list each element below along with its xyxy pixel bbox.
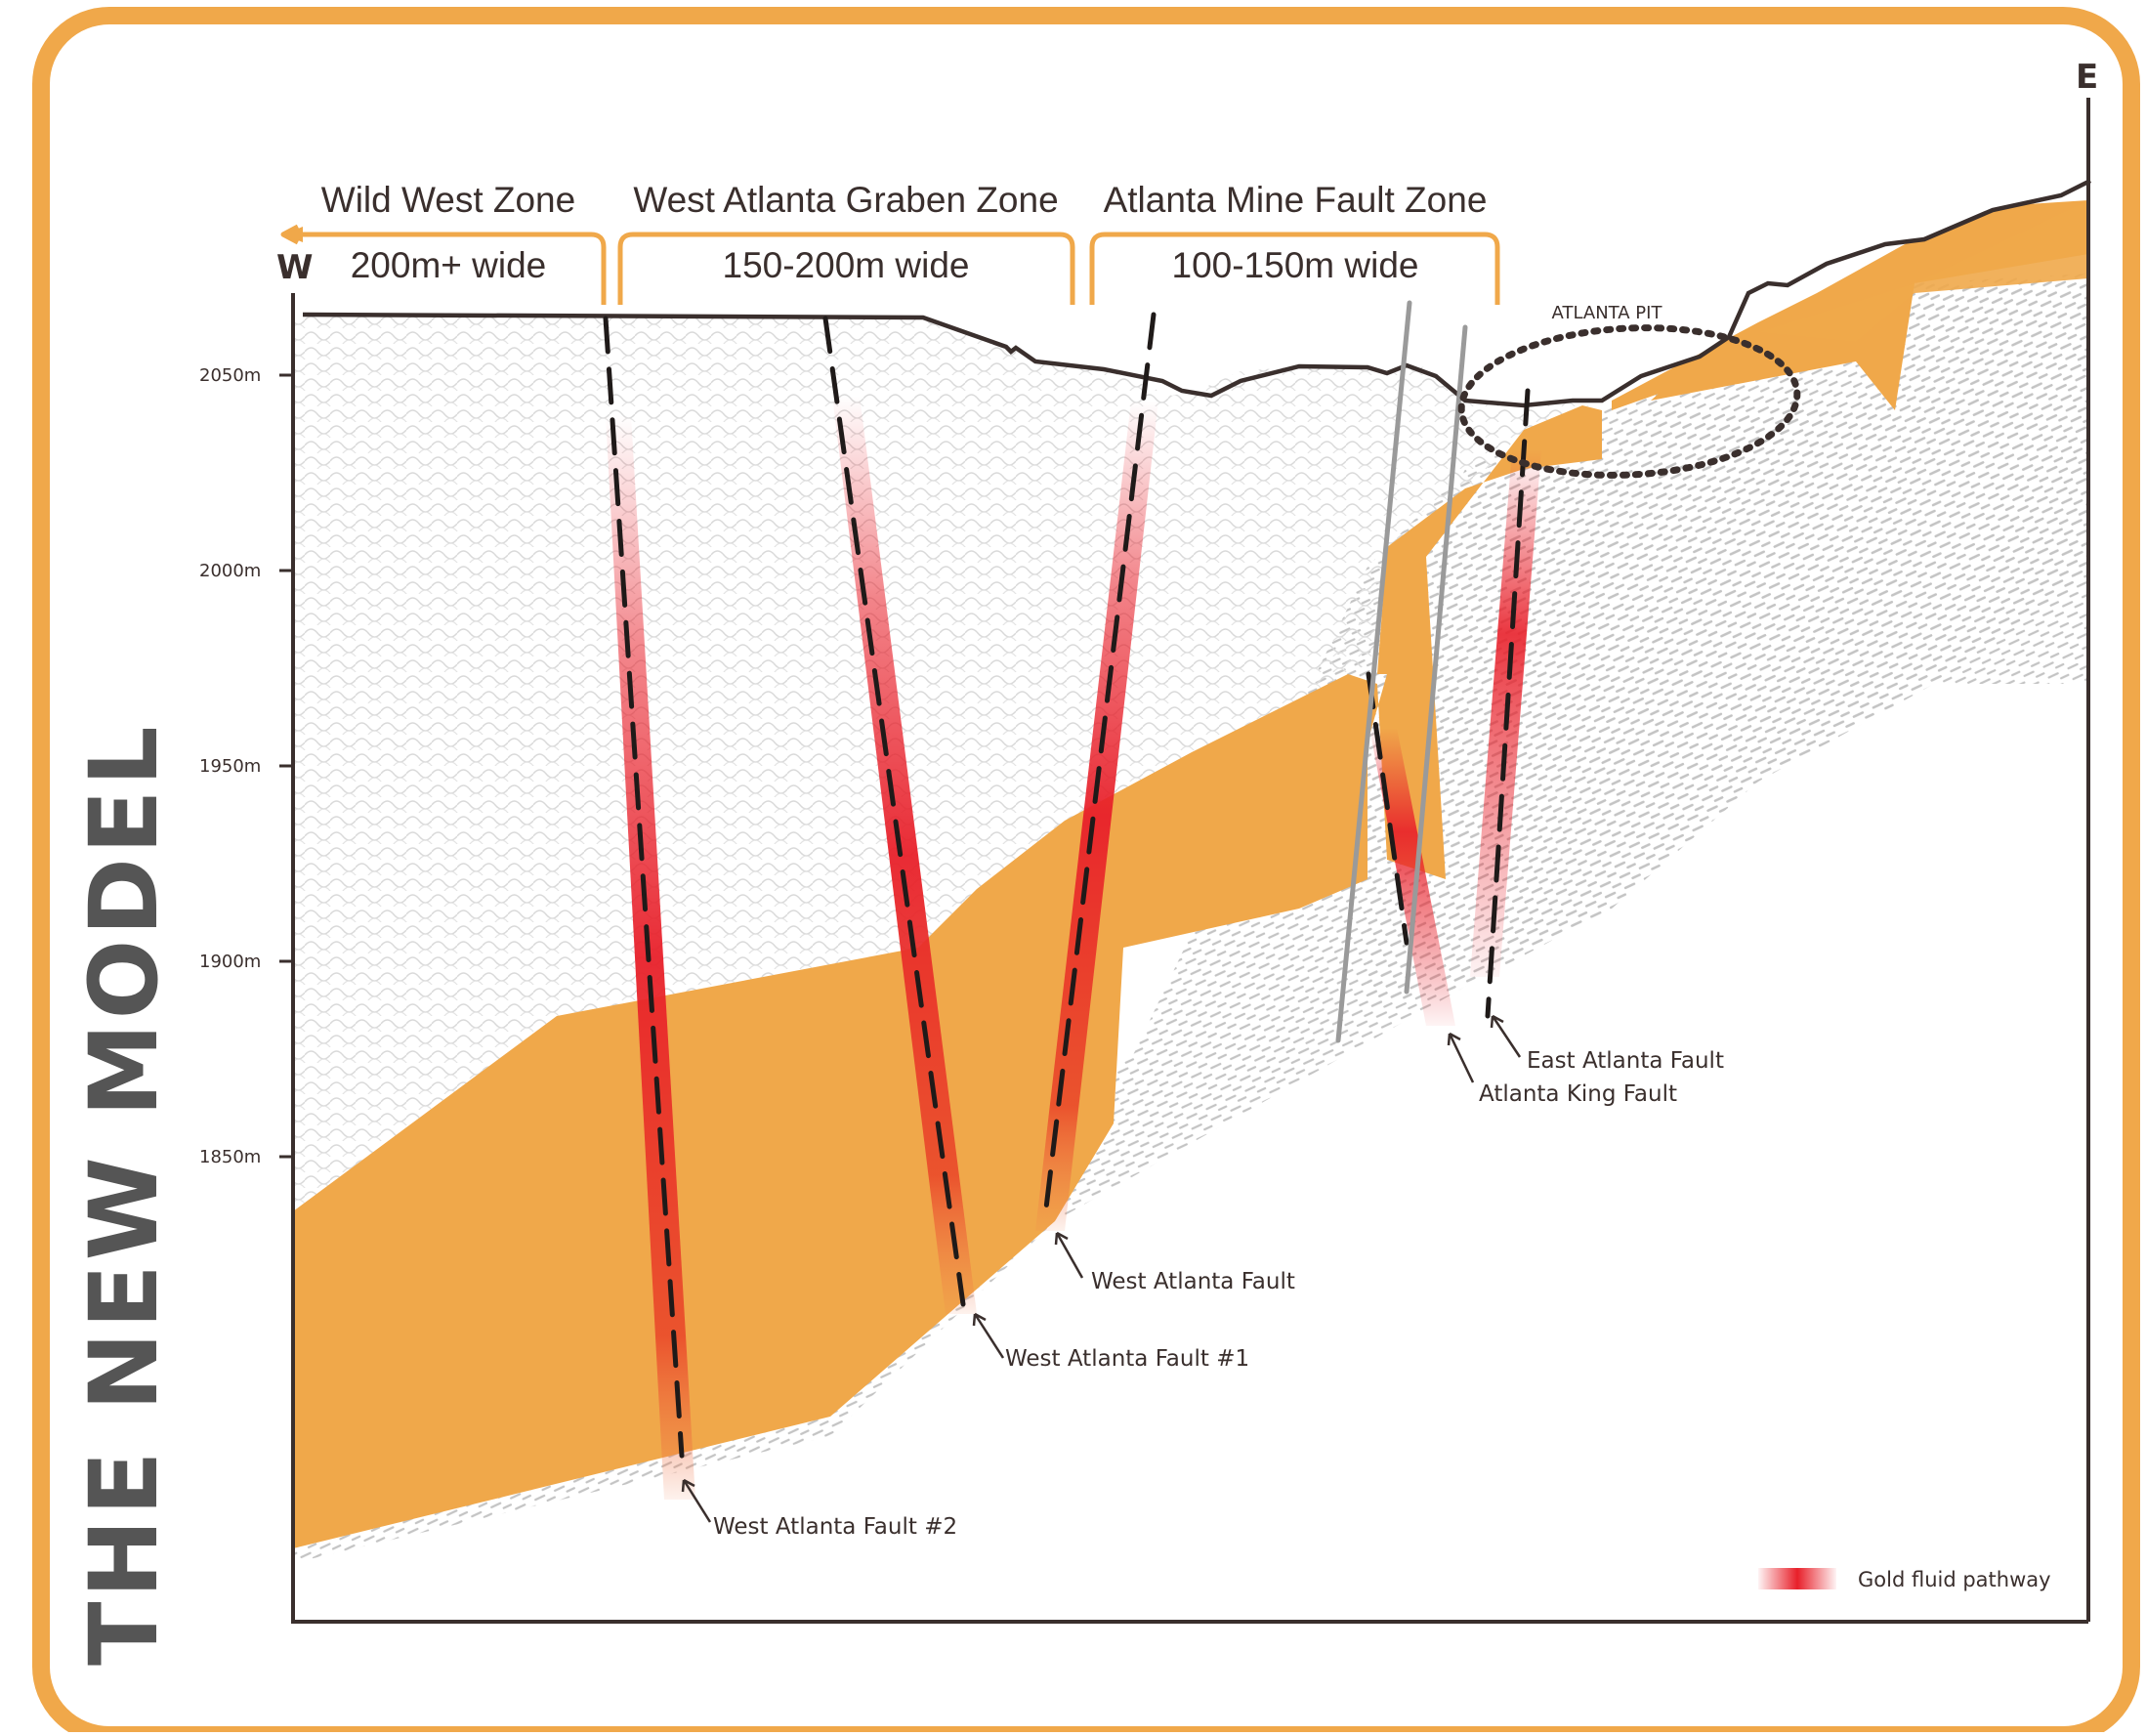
zone-width-wild-west: 200m+ wide xyxy=(351,245,547,285)
legend-swatch xyxy=(1758,1568,1836,1589)
elevation-tick-2050: 2050m xyxy=(199,365,261,386)
fault-line-west-atlanta-1 xyxy=(822,316,966,1307)
west-label: W xyxy=(276,248,314,287)
elevation-tick-2000: 2000m xyxy=(199,561,261,581)
fault-lines xyxy=(603,312,1531,1459)
fault-line-west-atlanta-2 xyxy=(603,316,685,1459)
west-axis-line xyxy=(291,293,2088,1624)
west-arrow xyxy=(283,227,303,242)
surface-topography xyxy=(302,178,2092,408)
legend-label: Gold fluid pathway xyxy=(1858,1568,2051,1591)
elevation-axis: 2050m 2000m 1950m 1900m 1850m xyxy=(199,365,293,1167)
zone-width-west-atlanta-graben: 150-200m wide xyxy=(723,245,970,285)
zone-name-atlanta-mine-fault: Atlanta Mine Fault Zone xyxy=(1104,180,1488,220)
fault-label-west-atlanta-2: West Atlanta Fault #2 xyxy=(713,1514,957,1540)
fault-label-west-atlanta: West Atlanta Fault xyxy=(1091,1269,1295,1294)
elevation-tick-1850: 1850m xyxy=(199,1147,261,1167)
zone-brackets xyxy=(280,224,1500,305)
fault-label-east-atlanta: East Atlanta Fault xyxy=(1527,1048,1724,1074)
atlanta-pit-outline xyxy=(1457,324,1801,479)
fault-label-west-atlanta-1: West Atlanta Fault #1 xyxy=(1005,1346,1249,1372)
legend: Gold fluid pathway xyxy=(1758,1568,2051,1591)
zone-name-west-atlanta-graben: West Atlanta Graben Zone xyxy=(633,180,1058,220)
fluid-atlanta-king-fault xyxy=(1369,728,1455,1026)
east-label: E xyxy=(2076,58,2098,97)
fault-label-atlanta-king: Atlanta King Fault xyxy=(1479,1081,1677,1107)
fault-line-atlanta-king xyxy=(1366,671,1410,946)
fault-line-west-atlanta xyxy=(1042,312,1157,1219)
elevation-tick-1950: 1950m xyxy=(199,756,261,777)
ore-wedge-upper-right xyxy=(1758,200,2088,342)
side-title: THE NEW MODEL xyxy=(69,722,179,1666)
fault-line-east-atlanta xyxy=(1485,388,1531,1019)
atlanta-pit-label: ATLANTA PIT xyxy=(1552,303,1663,323)
fault-label-leaders xyxy=(681,1014,1522,1523)
zone-name-wild-west: Wild West Zone xyxy=(321,180,575,220)
elevation-tick-1900: 1900m xyxy=(199,952,261,972)
zone-width-atlanta-mine-fault: 100-150m wide xyxy=(1172,245,1419,285)
ore-unit-main xyxy=(293,405,1602,1548)
drill-lines xyxy=(1335,300,1468,1043)
